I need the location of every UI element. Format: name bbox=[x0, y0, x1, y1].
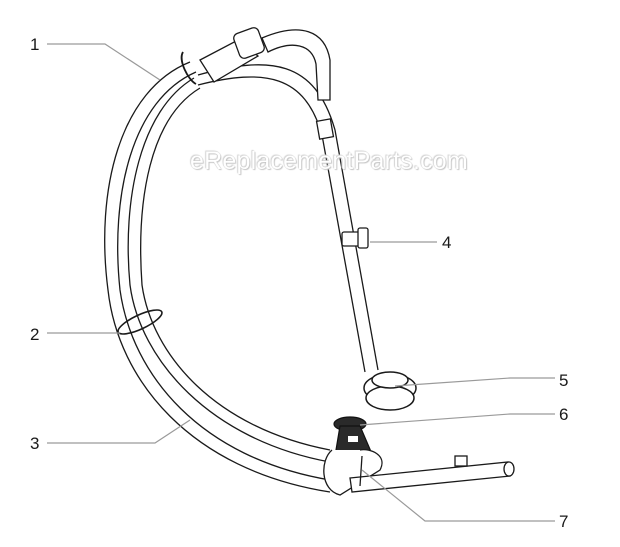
leader-lines bbox=[47, 43, 555, 522]
leader-3 bbox=[47, 419, 191, 444]
leader-5 bbox=[394, 377, 555, 387]
callout-3: 3 bbox=[30, 434, 40, 453]
clamp-ring-part-2 bbox=[117, 309, 163, 335]
bottom-tube-part-7 bbox=[323, 449, 515, 496]
watermark: eReplacementParts.com bbox=[190, 147, 468, 175]
leader-7 bbox=[361, 469, 555, 522]
callout-5: 5 bbox=[559, 371, 569, 390]
callout-6: 6 bbox=[559, 405, 569, 424]
top-clip bbox=[180, 51, 197, 85]
hose-clip-part-4 bbox=[341, 227, 369, 249]
nut-part-5 bbox=[363, 371, 417, 411]
top-coupling bbox=[199, 27, 335, 140]
leader-6 bbox=[359, 413, 555, 426]
leader-1 bbox=[47, 43, 161, 81]
callout-7: 7 bbox=[559, 512, 569, 531]
callout-4: 4 bbox=[442, 233, 452, 252]
callout-2: 2 bbox=[30, 325, 40, 344]
callout-1: 1 bbox=[30, 35, 40, 54]
